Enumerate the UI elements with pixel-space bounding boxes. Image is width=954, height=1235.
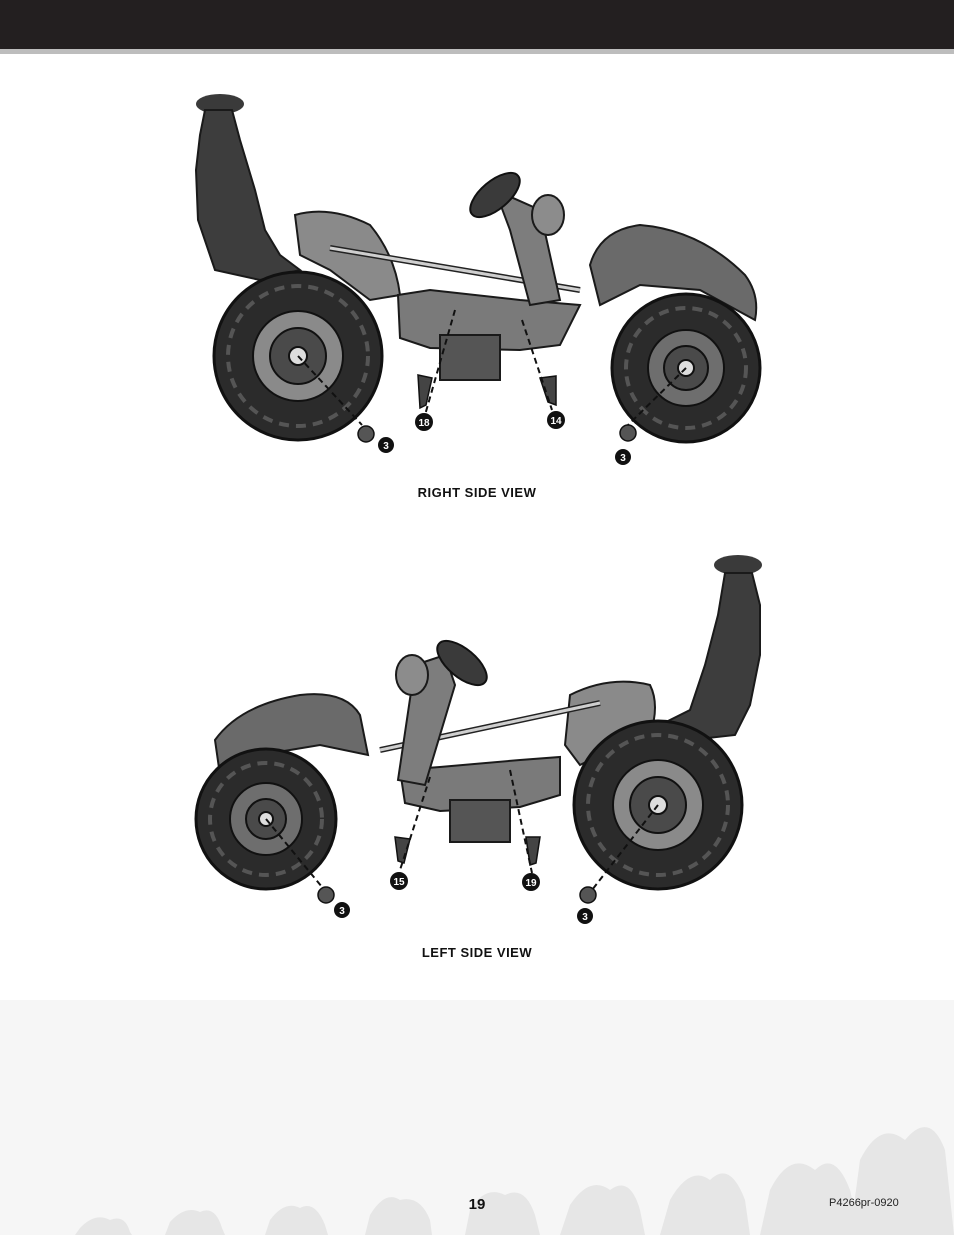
page-number: 19 <box>468 1196 486 1213</box>
atv-illustration <box>194 94 762 444</box>
svg-text:3: 3 <box>620 453 626 464</box>
atv-illustration <box>194 555 762 891</box>
callout-18: 18 <box>415 413 433 431</box>
svg-text:3: 3 <box>383 441 389 452</box>
callout-14: 14 <box>547 411 565 429</box>
right-side-view-illustration: 18 14 3 3 <box>194 94 762 465</box>
tool-icon <box>357 424 637 443</box>
svg-text:15: 15 <box>393 877 405 888</box>
callout-15: 15 <box>390 872 408 890</box>
tool-icon <box>317 886 597 904</box>
callout-3-rear: 3 <box>577 908 593 924</box>
right-side-view-label: RIGHT SIDE VIEW <box>417 485 537 500</box>
left-side-view-illustration: 15 19 3 3 <box>194 555 762 924</box>
callout-3-front: 3 <box>334 902 350 918</box>
part-code: P4266pr-0920 <box>829 1197 899 1209</box>
svg-text:14: 14 <box>550 416 562 427</box>
left-side-view-label: LEFT SIDE VIEW <box>421 945 533 960</box>
callout-3-front: 3 <box>615 449 631 465</box>
svg-text:3: 3 <box>339 906 345 917</box>
tire-track-pattern <box>75 1127 954 1235</box>
svg-text:19: 19 <box>525 878 537 889</box>
header-rule <box>0 49 954 54</box>
callout-3-rear: 3 <box>378 437 394 453</box>
callout-19: 19 <box>522 873 540 891</box>
svg-text:3: 3 <box>582 912 588 923</box>
svg-text:18: 18 <box>418 418 430 429</box>
header-bar <box>0 0 954 49</box>
